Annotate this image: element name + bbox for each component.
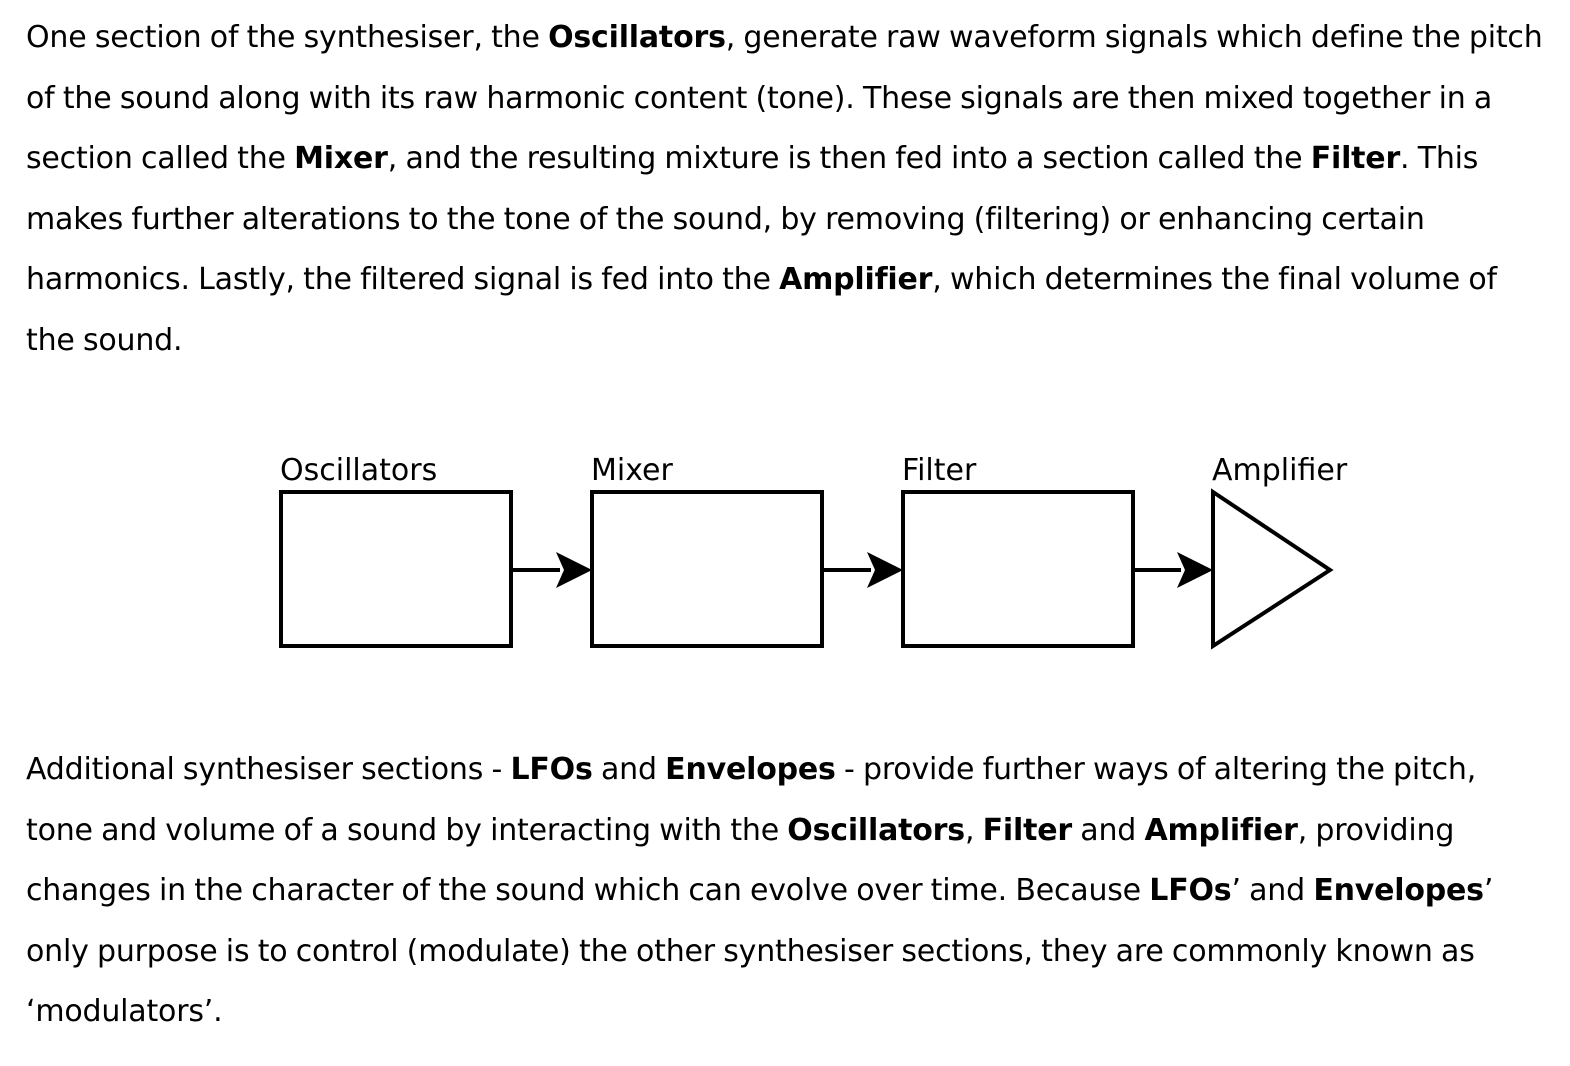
paragraph-modulators: Additional synthesiser sections - LFOs a… <box>26 740 1551 1043</box>
text-segment: , generate raw waveform signals which de… <box>26 20 1543 176</box>
filter-box <box>901 490 1135 648</box>
bold-term: Filter <box>1310 141 1401 176</box>
bold-term: Mixer <box>294 141 388 176</box>
bold-term: Envelopes <box>665 752 836 787</box>
bold-term: Envelopes <box>1313 873 1484 908</box>
bold-term: Amplifier <box>779 262 933 297</box>
text-segment: . This makes further alterations to the … <box>26 141 1479 297</box>
bold-term: Filter <box>982 812 1073 848</box>
paragraph-intro: One section of the synthesiser, the Osci… <box>26 8 1551 371</box>
text-segment: , <box>964 812 983 848</box>
bold-term: LFOs <box>510 752 593 787</box>
bold-term: Oscillators <box>787 812 965 848</box>
bold-term: LFOs <box>1149 873 1232 908</box>
text-segment: ’ only purpose is to control (modulate) … <box>26 873 1494 1029</box>
text-segment: - provide further ways of altering the p… <box>26 752 1477 848</box>
text-segment: , which determines the final volume of t… <box>26 262 1497 358</box>
text-segment: One section of the synthesiser, the <box>26 20 549 55</box>
text-segment: Additional synthesiser sections - <box>26 752 511 787</box>
stage-label-amplifier: Amplifier <box>1212 453 1348 488</box>
oscillators-box <box>279 490 513 648</box>
arrow-filter-to-amplifier <box>1133 552 1213 588</box>
stage-label-mixer: Mixer <box>591 453 674 488</box>
arrow-oscillators-to-mixer <box>511 552 592 588</box>
bold-term: Oscillators <box>548 20 726 55</box>
text-segment: , providing changes in the character of … <box>26 812 1455 909</box>
arrow-mixer-to-filter <box>822 552 903 588</box>
stage-label-filter: Filter <box>902 453 977 488</box>
text-segment: and <box>592 752 666 787</box>
signal-flow-diagram: Oscillators Mixer Filter Amplifier <box>279 453 1348 650</box>
text-segment: and <box>1071 812 1145 848</box>
amplifier-triangle <box>1211 488 1334 650</box>
text-segment: ’ and <box>1231 873 1314 908</box>
mixer-box <box>590 490 824 648</box>
stage-label-oscillators: Oscillators <box>280 453 437 488</box>
bold-term: Amplifier <box>1144 812 1298 848</box>
text-segment: , and the resulting mixture is then fed … <box>387 141 1311 176</box>
